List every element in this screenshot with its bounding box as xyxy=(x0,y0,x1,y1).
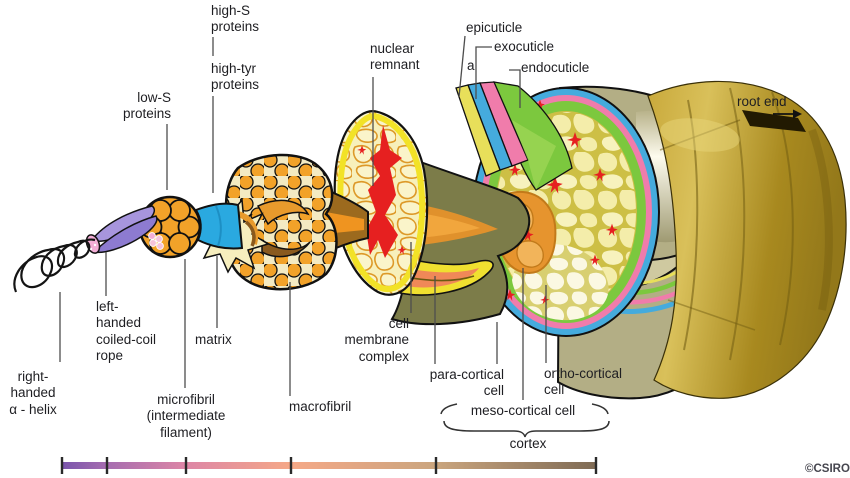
label-a-layer: a xyxy=(467,58,475,73)
label-macrofibril: macrofibril xyxy=(289,399,352,414)
csiro-credit: ©CSIRO xyxy=(805,463,850,475)
label-right-handed-helix: right- handed α - helix xyxy=(9,369,57,417)
alpha-helix-spiral xyxy=(13,238,96,293)
blue-cone xyxy=(194,202,244,250)
cortex-brace xyxy=(443,420,610,438)
coiled-coil-rope xyxy=(85,205,158,254)
root-end-arrow xyxy=(773,109,802,119)
nuclear-remnant-section xyxy=(333,110,429,296)
protofibril-dots xyxy=(148,232,164,250)
leader-epicuticle xyxy=(458,35,466,98)
braces xyxy=(440,403,610,438)
golden-root-segment xyxy=(647,80,847,399)
label-meso-cortical-cell: meso-cortical cell xyxy=(470,403,576,418)
label-epicuticle: epicuticle xyxy=(466,20,523,35)
cuticle-wedge xyxy=(455,81,573,191)
microfibril-cluster xyxy=(138,195,202,259)
leader-endocuticle xyxy=(509,69,521,108)
meso-brace-right xyxy=(591,403,609,415)
leader-lines xyxy=(59,35,547,400)
label-cortex: cortex xyxy=(509,436,547,451)
label-cell-membrane-complex: cell membrane complex xyxy=(344,316,409,364)
label-endocuticle: endocuticle xyxy=(521,60,590,75)
scale-bar xyxy=(60,457,598,474)
leader-exocuticle xyxy=(475,46,492,99)
label-matrix: matrix xyxy=(195,332,232,347)
scale-edge-slot xyxy=(742,110,806,132)
label-exocuticle: exocuticle xyxy=(494,39,555,54)
nuclear-remnant-core xyxy=(366,125,402,258)
label-left-handed-rope: left- handed coiled-coil rope xyxy=(96,299,157,364)
label-root-end: root end xyxy=(737,94,787,109)
meso-brace-left xyxy=(440,403,458,415)
label-microfibril: microfibril (intermediate filament) xyxy=(146,392,226,440)
